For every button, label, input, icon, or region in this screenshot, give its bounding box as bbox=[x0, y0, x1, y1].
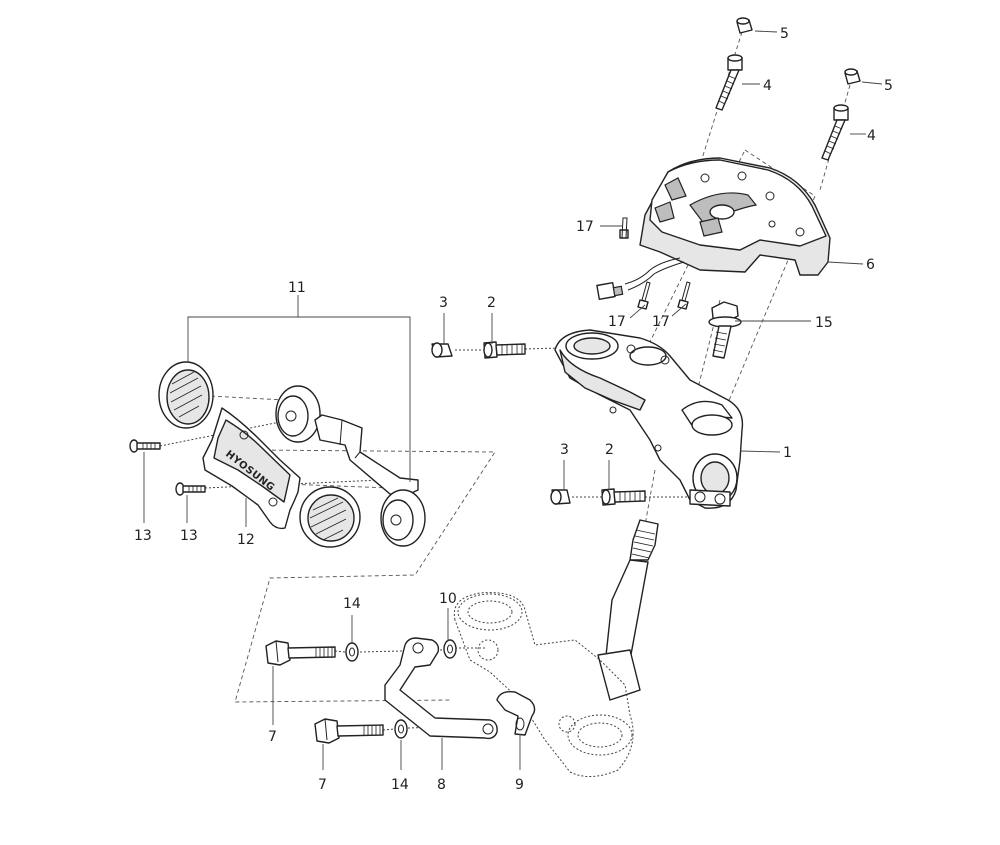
cap-5-top bbox=[736, 17, 753, 34]
label-part-1: 1 bbox=[783, 445, 792, 461]
cap-3-lower bbox=[550, 489, 571, 505]
screw-17-c bbox=[677, 281, 691, 310]
label-part-13b: 13 bbox=[180, 528, 198, 544]
screw-17-b bbox=[637, 281, 651, 310]
top-bracket-6 bbox=[596, 157, 831, 300]
label-part-15: 15 bbox=[815, 315, 833, 331]
upper-clamp-1 bbox=[554, 329, 744, 509]
bolt-7-upper bbox=[265, 640, 336, 666]
label-part-14b: 14 bbox=[391, 777, 409, 793]
leader-lines bbox=[143, 30, 883, 770]
alignment-lines bbox=[159, 31, 851, 731]
washer-10 bbox=[443, 639, 457, 659]
part-labels: 5 4 5 4 17 6 17 17 15 3 2 1 3 2 11 13 13… bbox=[134, 26, 893, 793]
label-part-5a: 5 bbox=[780, 26, 789, 42]
label-part-11: 11 bbox=[288, 280, 306, 296]
label-part-9: 9 bbox=[515, 777, 524, 793]
label-part-5b: 5 bbox=[884, 78, 893, 94]
label-part-7a: 7 bbox=[268, 729, 277, 745]
cap-5-right bbox=[844, 68, 861, 85]
cap-3-upper bbox=[431, 342, 453, 358]
label-part-14a: 14 bbox=[343, 596, 361, 612]
label-part-8: 8 bbox=[437, 777, 446, 793]
label-part-7b: 7 bbox=[318, 777, 327, 793]
label-part-12: 12 bbox=[237, 532, 255, 548]
label-part-4a: 4 bbox=[763, 78, 772, 94]
bolt-7-lower bbox=[314, 718, 384, 744]
label-part-2b: 2 bbox=[605, 442, 614, 458]
label-part-2a: 2 bbox=[487, 295, 496, 311]
label-part-6: 6 bbox=[866, 257, 875, 273]
screw-13-left bbox=[129, 439, 161, 453]
label-part-13a: 13 bbox=[134, 528, 152, 544]
horn-grille-11-right bbox=[299, 486, 361, 548]
bolt-4-left bbox=[715, 54, 743, 111]
lower-bracket-dotted bbox=[453, 592, 634, 777]
steering-stem bbox=[597, 519, 659, 701]
label-part-17b: 17 bbox=[608, 314, 626, 330]
label-part-17c: 17 bbox=[652, 314, 670, 330]
washer-14-upper bbox=[345, 642, 359, 662]
screw-13-right bbox=[175, 482, 206, 496]
washer-14-lower bbox=[394, 719, 408, 739]
bolt-2-lower bbox=[601, 488, 646, 506]
label-part-3b: 3 bbox=[560, 442, 569, 458]
label-part-10: 10 bbox=[439, 591, 457, 607]
bracket-8 bbox=[384, 637, 498, 740]
label-part-3a: 3 bbox=[439, 295, 448, 311]
horn-grille-11-left bbox=[158, 361, 214, 429]
label-part-4b: 4 bbox=[867, 128, 876, 144]
bolt-15 bbox=[708, 301, 742, 359]
horn-11-upper bbox=[275, 385, 321, 443]
clip-9 bbox=[496, 690, 536, 736]
bolt-2-upper bbox=[483, 341, 526, 359]
screw-17-a bbox=[619, 217, 629, 239]
bolt-4-right bbox=[821, 104, 849, 161]
horn-bracket-11 bbox=[314, 414, 419, 497]
horn-cover-12: HYOSUNG bbox=[202, 407, 301, 530]
horn-11-lower bbox=[380, 489, 426, 547]
label-part-17a: 17 bbox=[576, 219, 594, 235]
